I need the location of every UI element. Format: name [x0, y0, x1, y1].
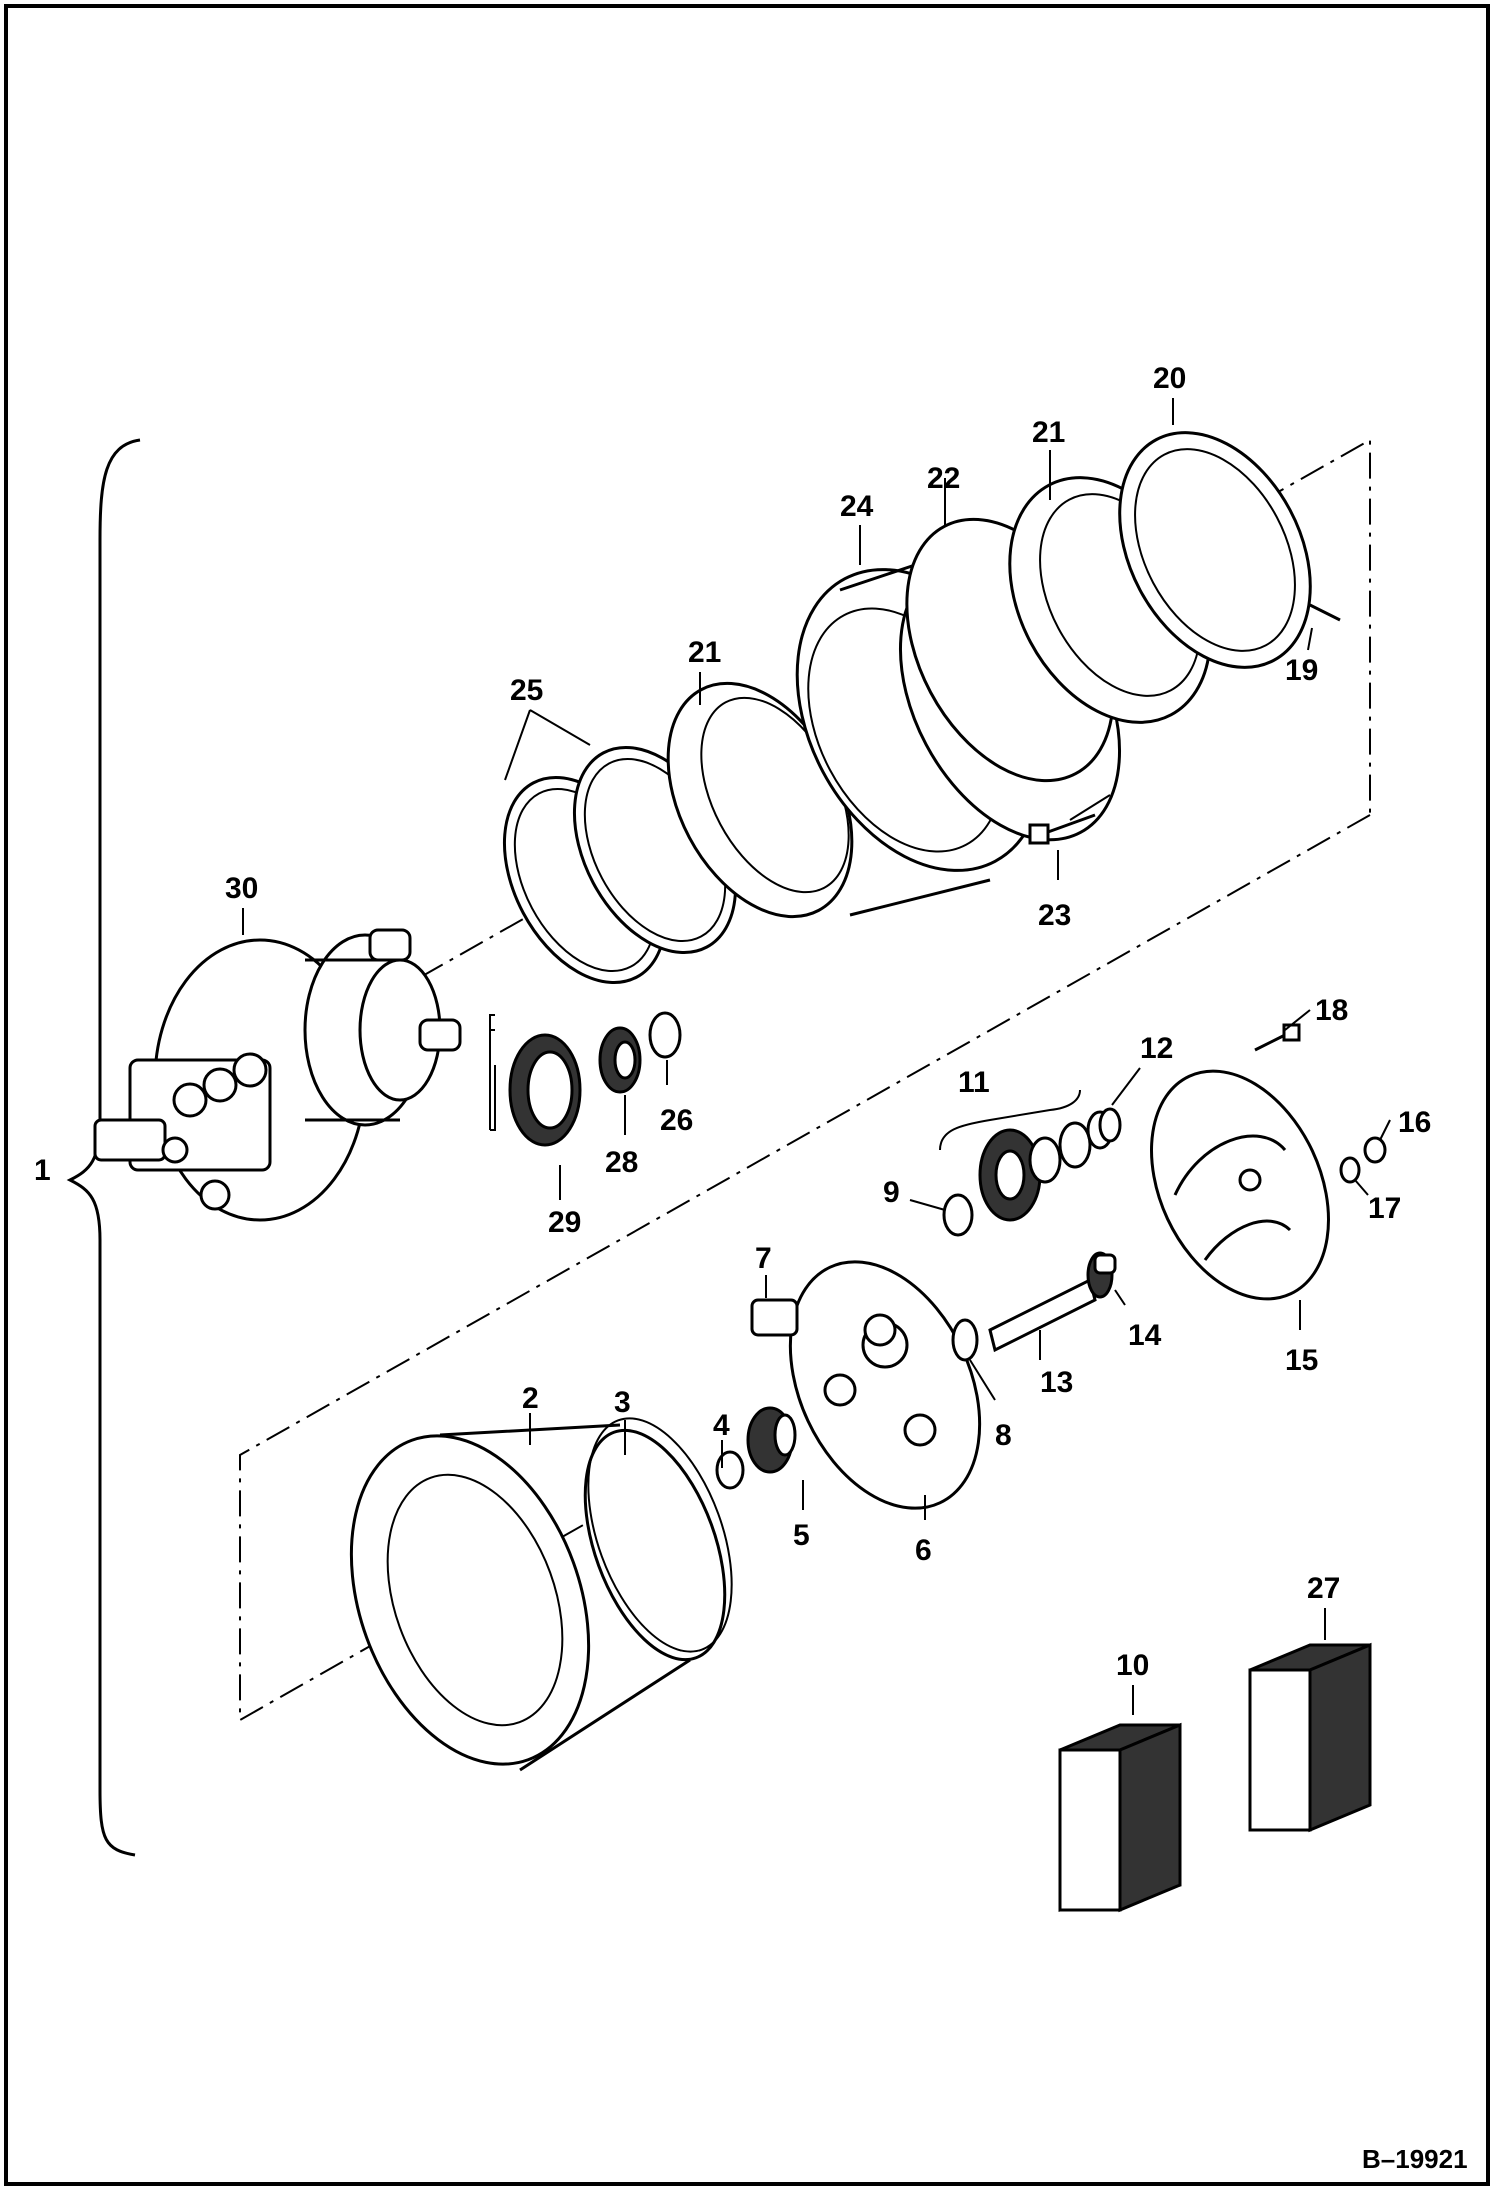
part-27-box [1248, 1642, 1372, 1833]
part-30-drive-motor [93, 928, 462, 1222]
part-2-hub-drum [349, 1423, 727, 1772]
part-3-o-ring [587, 1417, 733, 1653]
part-19-pin [1309, 603, 1341, 622]
figure-number: B–19921 [1362, 2144, 1468, 2174]
callout-28: 28 [605, 1146, 638, 1179]
part-8-ring [951, 1318, 979, 1362]
callout-14: 14 [1128, 1319, 1162, 1352]
part-15-cover [1150, 1069, 1330, 1301]
callout-12: 12 [1140, 1032, 1173, 1065]
bracket-11 [939, 1089, 1081, 1151]
leader-lines [242, 398, 1391, 1715]
callout-1: 1 [34, 1154, 51, 1187]
part-10-box [1058, 1722, 1182, 1913]
part-11-planet-set [978, 1110, 1114, 1222]
callout-13: 13 [1040, 1366, 1073, 1399]
callout-5: 5 [793, 1519, 810, 1552]
part-12-snap-ring [1098, 1107, 1122, 1143]
callout-24: 24 [840, 490, 874, 523]
callout-7: 7 [755, 1242, 772, 1275]
callout-4: 4 [713, 1409, 730, 1442]
callout-3: 3 [614, 1386, 631, 1419]
bracket-29 [489, 1014, 496, 1131]
callout-18: 18 [1315, 994, 1348, 1027]
callout-19: 19 [1285, 654, 1318, 687]
callout-9: 9 [883, 1176, 900, 1209]
part-14-plug [1093, 1253, 1117, 1275]
part-18-screw [1254, 1023, 1301, 1052]
callout-22: 22 [927, 462, 960, 495]
callout-17: 17 [1368, 1192, 1401, 1225]
callout-15: 15 [1285, 1344, 1318, 1377]
callout-27: 27 [1307, 1572, 1340, 1605]
callout-6: 6 [915, 1534, 932, 1567]
callout-16: 16 [1398, 1106, 1431, 1139]
assembly-brace [66, 438, 141, 1857]
callout-21-lower: 21 [688, 636, 721, 669]
callout-23: 23 [1038, 899, 1071, 932]
callout-2: 2 [522, 1382, 539, 1415]
callout-29: 29 [548, 1206, 581, 1239]
part-9-washer [942, 1193, 974, 1237]
part-17-seal [1339, 1156, 1361, 1184]
callout-26: 26 [660, 1104, 693, 1137]
part-6-carrier [788, 1260, 982, 1510]
callout-20: 20 [1153, 362, 1186, 395]
part-7-pin [750, 1298, 799, 1337]
part-28-gear [598, 1026, 642, 1094]
callout-8: 8 [995, 1419, 1012, 1452]
part-29-gear [508, 1033, 582, 1147]
part-23-bolt [1028, 813, 1096, 845]
part-5-sun-gear [746, 1406, 797, 1474]
part-4-washer [715, 1450, 745, 1490]
callout-30: 30 [225, 872, 258, 905]
callout-21-upper: 21 [1032, 416, 1065, 449]
callout-10: 10 [1116, 1649, 1149, 1682]
part-20-lock-ring [1118, 431, 1312, 669]
part-13-shaft [988, 1251, 1114, 1353]
callout-11: 11 [958, 1066, 990, 1099]
part-16-plug [1363, 1136, 1387, 1164]
leader-23-bracket [1069, 794, 1111, 821]
part-26-ring [648, 1011, 682, 1059]
callout-25: 25 [510, 674, 543, 707]
